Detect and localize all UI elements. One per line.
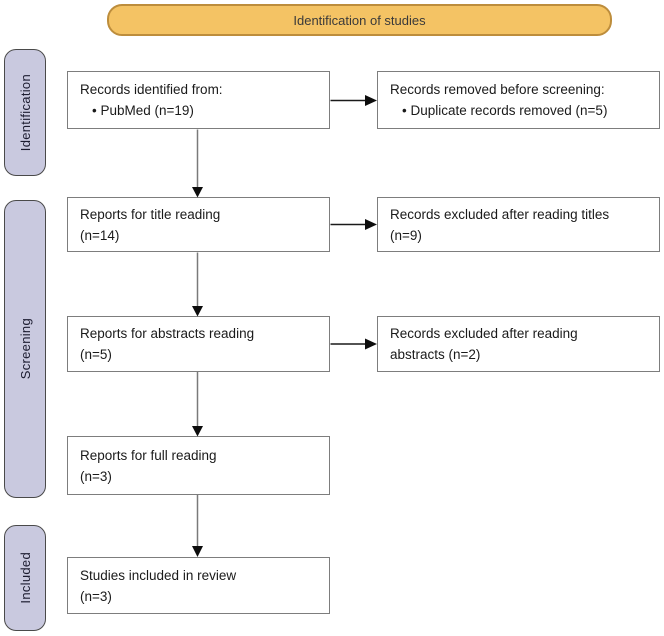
records-identified-box: Records identified from: • PubMed (n=19) [67, 71, 330, 129]
box-bullet-line: • PubMed (n=19) [92, 103, 194, 118]
down-arrowhead-icon [192, 306, 203, 317]
sidebar-stage-included: Included [4, 525, 46, 631]
box-text-line: Studies included in review [80, 567, 237, 583]
right-arrowhead-icon [365, 338, 377, 350]
down-arrow-identified-to-title [192, 129, 203, 198]
sidebar-stage-identification: Identification [4, 49, 46, 176]
box-text-line: Records excluded after reading [390, 326, 578, 341]
full-reading-box: Reports for full reading (n=3) [67, 436, 330, 495]
sidebar-stage-label: Included [17, 552, 33, 604]
right-arrow-abstracts-to-excluded [330, 338, 377, 350]
down-arrow-abstracts-to-full [192, 372, 203, 437]
records-removed-box: Records removed before screening: • Dupl… [377, 71, 660, 129]
box-text-line: abstracts (n=2) [390, 347, 481, 362]
box-text-line: (n=14) [80, 227, 120, 243]
abstracts-excluded-box: Records excluded after reading abstracts… [377, 316, 660, 372]
banner-identification-of-studies: Identification of studies [107, 4, 612, 36]
down-arrowhead-icon [192, 546, 203, 557]
included-in-review-box: Studies included in review (n=3) [67, 557, 330, 614]
down-arrowhead-icon [192, 187, 203, 198]
box-text-line: (n=3) [80, 468, 112, 484]
box-text-line: (n=3) [80, 588, 112, 604]
box-text-line: Records identified from: [80, 82, 223, 97]
box-text-line: Records excluded after reading titles [390, 206, 610, 222]
sidebar-stage-label: Identification [17, 73, 33, 152]
box-text-line: Reports for full reading [80, 447, 217, 463]
box-bullet-line: • Duplicate records removed (n=5) [402, 103, 608, 118]
right-arrowhead-icon [365, 219, 377, 230]
box-text-line: Reports for title reading [80, 206, 221, 222]
title-reading-box: Reports for title reading (n=14) [67, 197, 330, 252]
down-arrowhead-icon [192, 426, 203, 437]
box-text-line: (n=5) [80, 347, 112, 362]
down-arrow-full-to-included [192, 494, 203, 557]
abstracts-reading-box: Reports for abstracts reading (n=5) [67, 316, 330, 372]
right-arrow-identified-to-removed [330, 95, 377, 106]
sidebar-stage-label: Screening [17, 318, 33, 380]
down-arrow-title-to-abstracts [192, 252, 203, 317]
box-text-line: Reports for abstracts reading [80, 326, 255, 341]
right-arrow-title-to-excluded [330, 219, 377, 230]
right-arrowhead-icon [365, 95, 377, 106]
banner-label: Identification of studies [293, 12, 426, 28]
box-text-line: Records removed before screening: [390, 82, 605, 97]
titles-excluded-box: Records excluded after reading titles (n… [377, 197, 660, 252]
box-text-line: (n=9) [390, 227, 422, 243]
sidebar-stage-screening: Screening [4, 200, 46, 498]
